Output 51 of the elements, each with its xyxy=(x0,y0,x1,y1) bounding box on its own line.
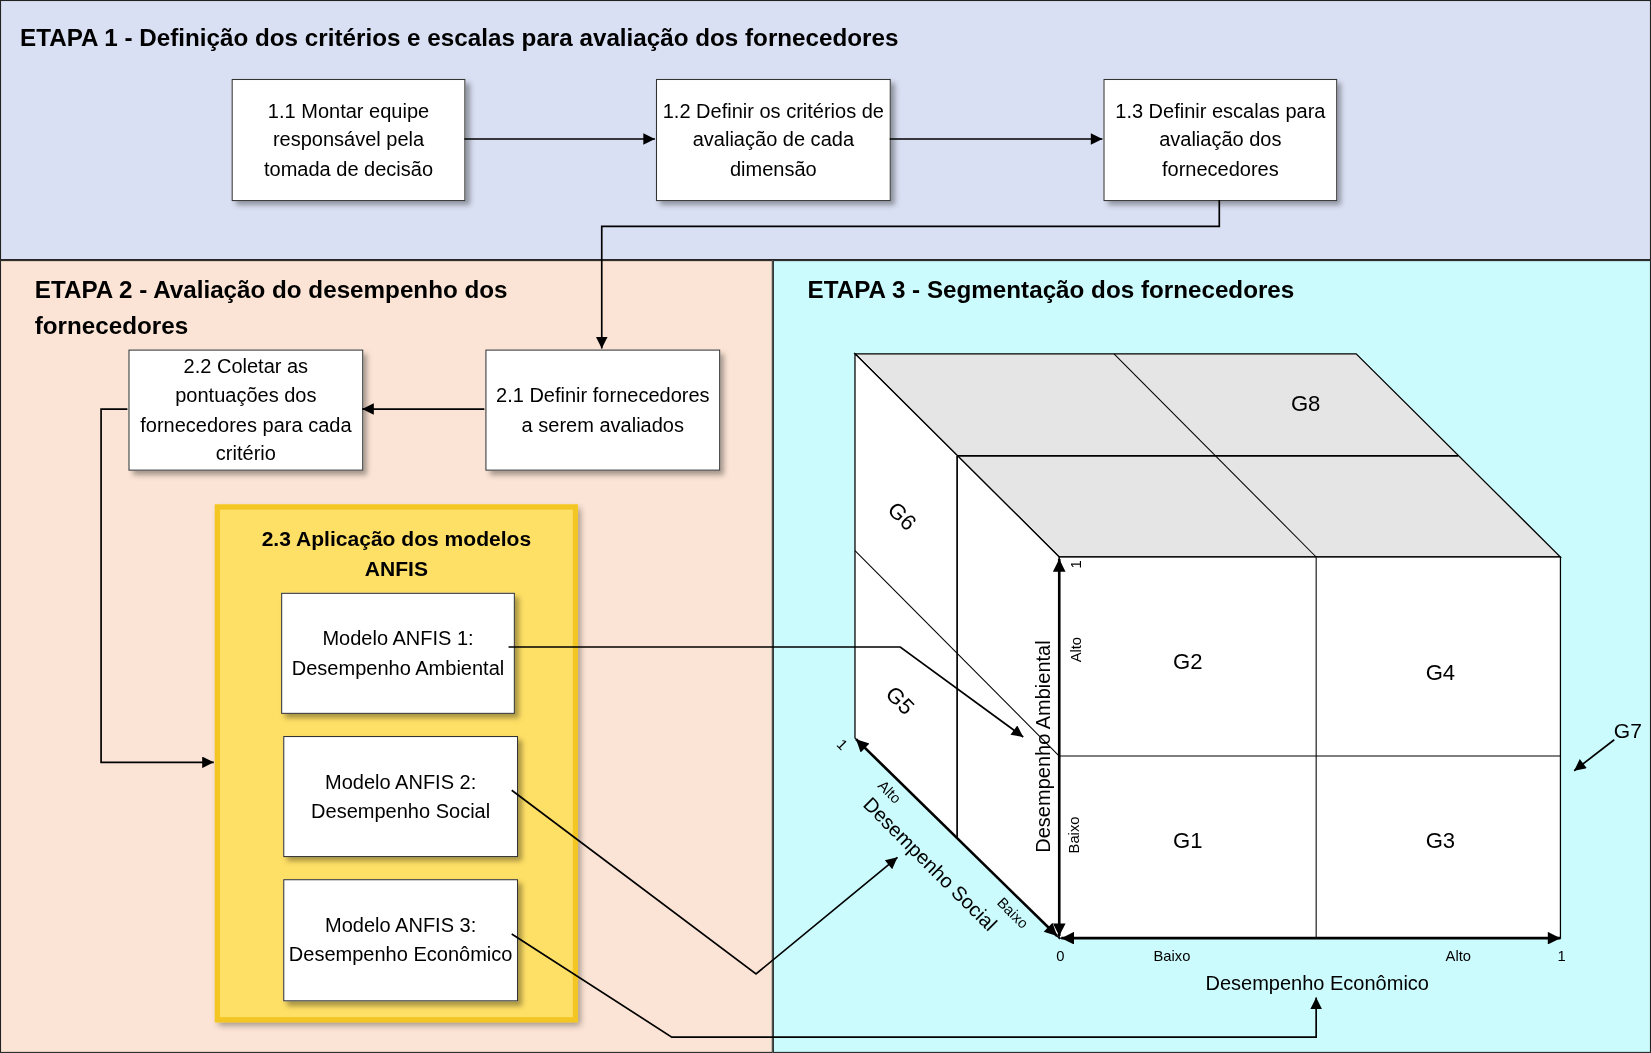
stage-panel xyxy=(772,260,1651,1053)
process-box xyxy=(231,78,466,202)
stage-title: ETAPA 2 - Avaliação do desempenho dos fornecedores xyxy=(34,274,509,342)
process-box xyxy=(128,349,364,471)
process-box xyxy=(656,78,891,202)
axis-tick-label: Baixo xyxy=(1153,948,1191,964)
axis-tick-label: Alto xyxy=(1445,948,1471,964)
axis-tick-label: Alto xyxy=(1068,636,1084,663)
process-box xyxy=(283,879,519,1002)
stage-title: ETAPA 1 - Definição dos critérios e escalas para avaliação dos fornecedores xyxy=(20,23,900,54)
axis-tick-label: 1 xyxy=(1557,948,1566,964)
cube-cell-label: G8 xyxy=(1290,392,1321,415)
process-box xyxy=(283,736,519,858)
cube-cell-label: G4 xyxy=(1425,660,1456,683)
arrow xyxy=(510,789,899,976)
box-label: 2.1 Definir fornecedores a serem avaliados xyxy=(495,383,711,438)
arrow xyxy=(595,199,1221,350)
box-label: 1.2 Definir os critérios de avaliação de cada dimensão xyxy=(661,98,885,182)
box-label: Modelo ANFIS 2: Desempenho Social xyxy=(310,769,492,824)
arrow xyxy=(507,646,1025,738)
axis-label: Desempenho Econômico xyxy=(1190,969,1444,998)
stage-title: ETAPA 3 - Segmentação dos fornecedores xyxy=(807,274,1296,306)
box-label: 1.1 Montar equipe responsável pela tomada de decisão xyxy=(263,98,435,182)
arrow xyxy=(100,408,215,769)
arrow xyxy=(888,133,1104,145)
axis-tick-label: 1 xyxy=(1068,560,1084,569)
axis-label: G7 xyxy=(1609,718,1646,744)
box-label: 2.2 Coletar as pontuações dos fornecedores para cada critério xyxy=(139,354,353,467)
process-box xyxy=(1103,78,1338,202)
arrow xyxy=(463,133,656,145)
group-title: 2.3 Aplicação dos modelos ANFIS xyxy=(260,526,533,583)
axis-tick-label: 0 xyxy=(1056,948,1065,964)
arrow xyxy=(1573,738,1616,772)
cube-cell-label: G5 xyxy=(882,681,919,719)
axis-label: Desempenho Ambiental xyxy=(1029,625,1058,868)
box-label: Modelo ANFIS 3: Desempenho Econômico xyxy=(288,913,513,968)
arrow xyxy=(510,933,1322,1038)
axis-tick-label: 1 xyxy=(834,736,851,753)
arrow xyxy=(361,403,486,415)
model-group-box xyxy=(214,504,579,1023)
box-label: Modelo ANFIS 1: Desempenho Ambiental xyxy=(290,626,506,681)
axis-tick-label: Baixo xyxy=(1066,816,1082,854)
cube-cell-label: G2 xyxy=(1172,650,1203,673)
process-box xyxy=(485,349,721,471)
process-box xyxy=(281,592,515,714)
stage-panel xyxy=(0,260,773,1053)
cube-cell-label: G3 xyxy=(1425,829,1456,852)
cube-cell-label: G1 xyxy=(1172,829,1203,852)
stage-panel xyxy=(0,0,1651,261)
box-label: 1.3 Definir escalas para avaliação dos fornecedores xyxy=(1114,98,1327,182)
cube-cell-label: G6 xyxy=(884,497,921,535)
